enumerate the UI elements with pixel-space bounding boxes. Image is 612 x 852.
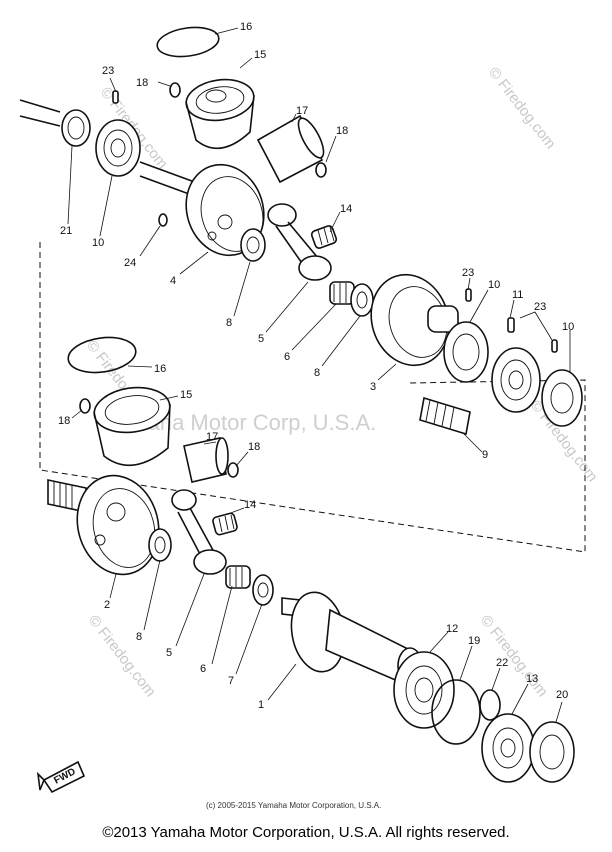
washer-upper-a [240,228,266,262]
dowel-pin-right-a [465,288,472,302]
callout-6-upper: 6 [284,351,290,363]
callout-18-upper-b: 18 [336,125,348,137]
callout-5-lower: 5 [166,647,172,659]
callout-5-upper: 5 [258,333,264,345]
needle-bearing-upper-small [310,225,338,249]
callout-20: 20 [556,689,568,701]
shaft-stub-upper [19,99,201,199]
callout-8-upper-b: 8 [314,367,320,379]
crank-wheel-2 [76,474,160,576]
dowel-pin-right-b [551,339,558,353]
watermark-lower-right: © Firedog.com [477,612,551,700]
inline-credit: (c) 2005-2015 Yamaha Motor Corporation, … [206,801,381,810]
callout-17-upper: 17 [296,105,308,117]
dowel-pin-upper [112,90,119,104]
watermark-lower-left: © Firedog.com [85,612,159,700]
callout-11: 11 [512,289,523,301]
piston-upper [185,78,255,150]
piston-lower [93,386,171,467]
callout-18-upper-a: 18 [136,77,148,89]
bearing-lower-12 [393,651,455,729]
callout-22: 22 [496,657,508,669]
callout-19: 19 [468,635,480,647]
callout-16-lower: 16 [154,363,166,375]
callout-18-lower-a: 18 [58,415,70,427]
callout-labels: 16 15 17 18 23 18 21 10 24 4 14 8 5 6 8 … [58,21,574,711]
circlip-22 [479,689,501,721]
clip-upper-b [315,162,327,178]
conrod-lower [171,489,227,575]
callout-21: 21 [60,225,72,237]
callout-13: 13 [526,673,538,685]
callout-3: 3 [370,381,376,393]
callout-18-lower-b: 18 [248,441,260,453]
callout-15-upper: 15 [254,49,266,61]
washer-lower-a [148,528,172,562]
bearing-lower-13 [481,713,535,783]
key-24 [158,213,168,227]
callout-17-lower: 17 [206,431,218,443]
splined-shaft-9 [419,396,471,436]
callout-15-lower: 15 [180,389,192,401]
piston-pin-lower [183,437,229,483]
oil-seal-20 [529,721,575,783]
callout-12: 12 [446,623,458,635]
watermark-top-right: © Firedog.com [485,64,559,152]
fwd-arrow-icon: FWD [36,760,86,794]
piston-ring-lower [67,336,137,374]
piston-ring-upper [156,26,220,58]
callout-14-upper: 14 [340,203,352,215]
callout-1: 1 [258,699,264,711]
callout-10-right-b: 10 [562,321,574,333]
callout-23-right-a: 23 [462,267,474,279]
callout-4: 4 [170,275,176,287]
clip-lower-b [227,462,239,478]
bearing-right-a [443,321,489,383]
crank-wheel-3 [370,273,459,367]
callout-23-upper: 23 [102,65,114,77]
collar-11 [507,317,515,333]
conrod-upper [267,203,332,281]
o-ring-19 [431,679,481,745]
callout-7: 7 [228,675,234,687]
callout-10-upper: 10 [92,237,104,249]
needle-bearing-upper-large [329,281,355,305]
callout-23-right-b: 23 [534,301,546,313]
callout-9: 9 [482,449,488,461]
parts-diagram: © Firedog.com © Firedog.com © Firedog.co… [19,21,601,810]
bearing-upper-left [95,119,141,177]
clip-lower-a [79,398,91,414]
copyright-footer: ©2013 Yamaha Motor Corporation, U.S.A. A… [102,824,510,841]
needle-bearing-lower-small [212,512,238,536]
callout-14-lower: 14 [244,499,256,511]
callout-24: 24 [124,257,136,269]
washer-lower-b [252,574,274,606]
washer-upper-b [350,283,374,317]
assembly-boundary [39,242,586,553]
oil-seal-upper [61,109,91,147]
callout-2: 2 [104,599,110,611]
callout-10-right-a: 10 [488,279,500,291]
bearing-right-b [491,347,541,413]
callout-6-lower: 6 [200,663,206,675]
callout-8-upper-a: 8 [226,317,232,329]
needle-bearing-lower-large [225,565,251,589]
bearing-right-c [541,369,583,427]
clip-upper-a [169,82,181,98]
callout-8-lower: 8 [136,631,142,643]
leader-lines [67,27,571,723]
piston-pin-upper [256,114,325,184]
callout-16-upper: 16 [240,21,252,33]
